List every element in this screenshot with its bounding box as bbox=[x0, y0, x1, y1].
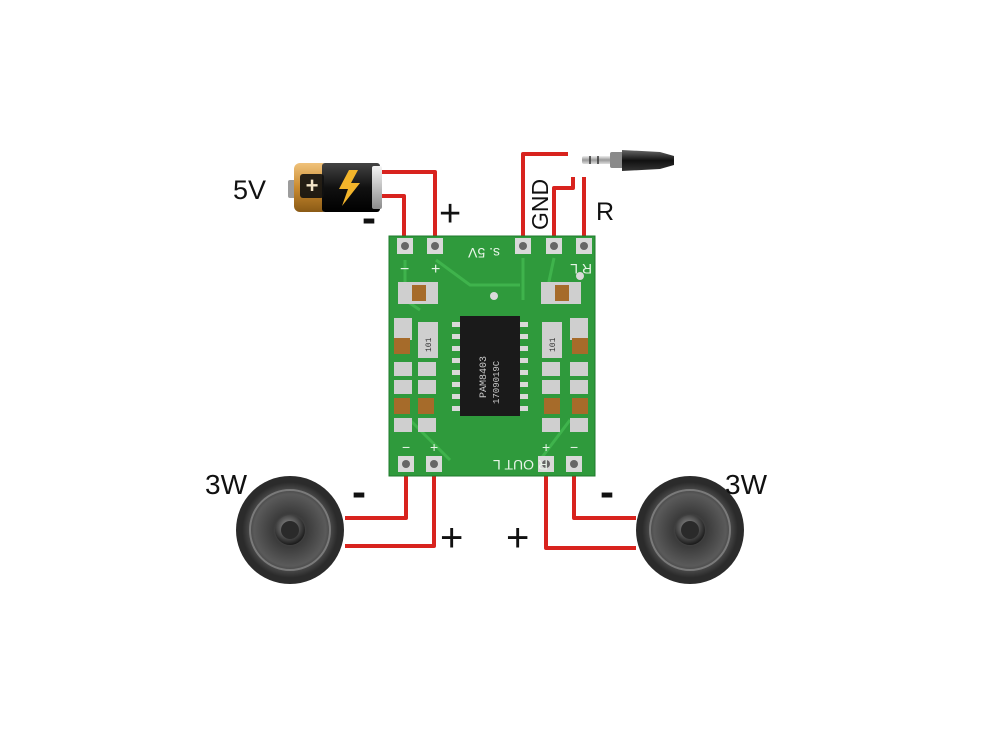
battery-plus-wire bbox=[380, 170, 437, 242]
svg-text:+: + bbox=[431, 261, 440, 278]
chip-text-1: PAM8403 bbox=[479, 356, 490, 398]
right-speaker-minus-wire bbox=[572, 470, 636, 520]
battery-voltage-label: 5V bbox=[233, 175, 266, 205]
svg-text:−: − bbox=[402, 439, 410, 455]
audio-jack-icon bbox=[582, 150, 674, 171]
input-gnd-label: GND bbox=[527, 179, 553, 230]
input-left-wire bbox=[552, 177, 575, 242]
wires bbox=[345, 152, 636, 550]
svg-text:−: − bbox=[400, 261, 409, 278]
board-silk-top-right: R L bbox=[570, 261, 592, 277]
right-cap-label: 101 bbox=[549, 337, 558, 352]
bottom-pads bbox=[398, 456, 582, 472]
left-speaker-power-label: 3W bbox=[205, 469, 248, 500]
right-speaker-icon bbox=[636, 476, 744, 584]
board-silk-top: s. 5V bbox=[467, 245, 500, 261]
right-speaker-plus-label: + bbox=[506, 516, 529, 560]
battery-minus-label: - bbox=[362, 194, 376, 241]
input-right-label: R bbox=[596, 198, 614, 226]
right-speaker-plus-wire bbox=[544, 470, 636, 550]
svg-text:+: + bbox=[542, 439, 550, 455]
amplifier-board: − + s. 5V R L R OUT L 101 bbox=[388, 235, 596, 477]
svg-text:−: − bbox=[570, 439, 578, 455]
battery-minus-wire bbox=[380, 194, 406, 242]
left-speaker-plus-label: + bbox=[440, 516, 463, 560]
left-cap-label: 101 bbox=[425, 337, 434, 352]
right-speaker-power-label: 3W bbox=[725, 469, 768, 500]
left-speaker-plus-wire bbox=[345, 470, 436, 548]
right-speaker-minus-label: - bbox=[600, 468, 614, 515]
left-speaker-minus-label: - bbox=[352, 468, 366, 515]
amplifier-chip: PAM8403 1709019C bbox=[452, 316, 528, 416]
board-silk-bottom: R OUT L bbox=[493, 457, 548, 473]
chip-text-2: 1709019C bbox=[492, 360, 502, 404]
input-gnd-wire bbox=[521, 152, 568, 242]
svg-text:+: + bbox=[306, 173, 319, 198]
battery-plus-label: + bbox=[439, 193, 461, 235]
top-pads bbox=[397, 238, 592, 254]
svg-text:+: + bbox=[430, 439, 438, 455]
battery-icon: + bbox=[288, 163, 382, 212]
left-speaker-icon bbox=[236, 476, 344, 584]
left-speaker-minus-wire bbox=[345, 470, 408, 520]
